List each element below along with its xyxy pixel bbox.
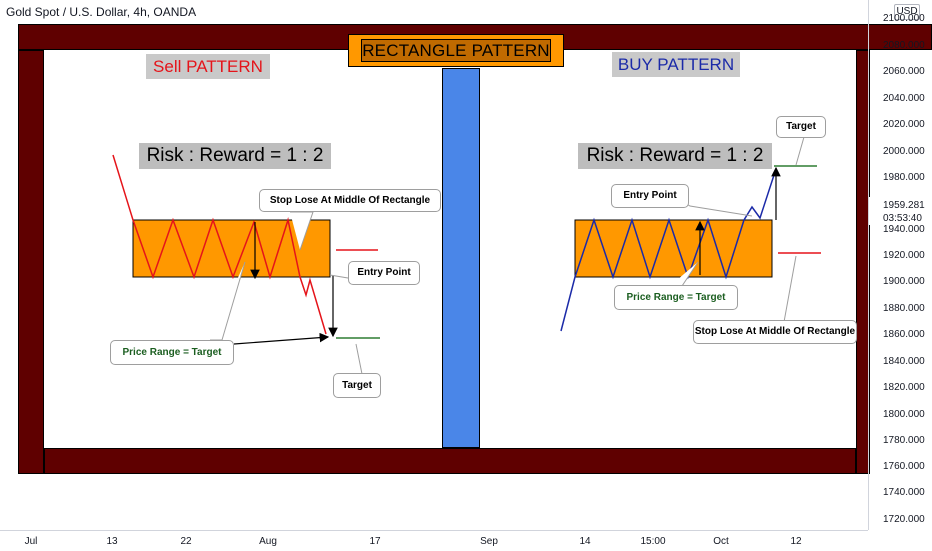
sell-stop-tail (290, 211, 314, 251)
sell-range-callout: Price Range = Target (110, 340, 234, 365)
price-tick: 1780.000 (883, 435, 925, 446)
time-tick: Oct (713, 536, 729, 547)
price-tick: 2060.000 (883, 66, 925, 77)
price-tick: 1880.000 (883, 303, 925, 314)
price-tick: 1820.000 (883, 382, 925, 393)
time-tick: Aug (259, 536, 277, 547)
price-tick: 1860.000 (883, 329, 925, 340)
time-tick: 13 (106, 536, 118, 547)
buy-stop-tail (772, 255, 797, 323)
current-price: 1959.281 (883, 200, 925, 211)
time-tick: 22 (180, 536, 192, 547)
price-tick: 1840.000 (883, 356, 925, 367)
buy-target-callout: Target (776, 116, 826, 138)
price-tick: 1740.000 (883, 487, 925, 498)
buy-range-callout: Price Range = Target (614, 285, 738, 310)
price-tick: 1940.000 (883, 224, 925, 235)
center-divider-bar (442, 68, 480, 448)
time-tick: 12 (790, 536, 802, 547)
buy-risk-reward: Risk : Reward = 1 : 2 (578, 143, 772, 169)
buy-entry-callout: Entry Point (611, 184, 689, 208)
sell-target-tail (350, 343, 363, 375)
sell-target-callout: Target (333, 373, 381, 398)
price-tick: 1980.000 (883, 172, 925, 183)
price-tick: 2080.000 (883, 40, 925, 51)
price-axis[interactable]: 2100.000 2080.000 2060.000 2040.000 2020… (868, 0, 932, 530)
price-tick: 2040.000 (883, 93, 925, 104)
main-title: RECTANGLE PATTERN (361, 39, 551, 62)
sell-range-to-target-arrow (233, 332, 330, 345)
chart-drawings (112, 136, 821, 375)
sell-risk-reward: Risk : Reward = 1 : 2 (139, 143, 331, 169)
price-tick: 1720.000 (883, 514, 925, 525)
time-tick: 14 (579, 536, 591, 547)
price-tick: 2100.000 (883, 13, 925, 24)
time-tick: 17 (369, 536, 381, 547)
buy-stop-callout: Stop Lose At Middle Of Rectangle (693, 320, 857, 344)
sell-stop-callout: Stop Lose At Middle Of Rectangle (259, 189, 441, 212)
time-tick: Sep (480, 536, 498, 547)
frame-right (856, 50, 870, 474)
currency-button[interactable]: USD (894, 4, 920, 20)
time-tick: Jul (24, 536, 38, 547)
time-tick: 15:00 (640, 536, 666, 547)
sell-price-line (112, 154, 327, 335)
buy-entry-tail (679, 199, 753, 217)
main-title-box: RECTANGLE PATTERN (348, 34, 564, 67)
current-price-label: 1959.281 03:53:40 (869, 197, 932, 225)
buy-rectangle (574, 219, 773, 278)
price-tick: 2020.000 (883, 119, 925, 130)
sell-rectangle (132, 219, 331, 278)
time-axis[interactable]: Jul 13 22 Aug 17 Sep 14 15:00 Oct 12 (0, 530, 868, 551)
price-tick: 1900.000 (883, 276, 925, 287)
symbol-title[interactable]: Gold Spot / U.S. Dollar, 4h, OANDA (6, 5, 197, 19)
sell-entry-callout: Entry Point (348, 261, 420, 285)
buy-pattern-label: BUY PATTERN (612, 52, 740, 77)
frame-left (18, 50, 44, 474)
buy-target-tail (792, 136, 805, 166)
price-tick: 1920.000 (883, 250, 925, 261)
sell-pattern-label: Sell PATTERN (146, 54, 270, 79)
buy-price-line (560, 171, 776, 332)
price-tick: 1760.000 (883, 461, 925, 472)
price-tick: 1800.000 (883, 409, 925, 420)
bar-countdown: 03:53:40 (883, 213, 922, 224)
price-tick: 2000.000 (883, 146, 925, 157)
frame-bottom (44, 448, 856, 474)
